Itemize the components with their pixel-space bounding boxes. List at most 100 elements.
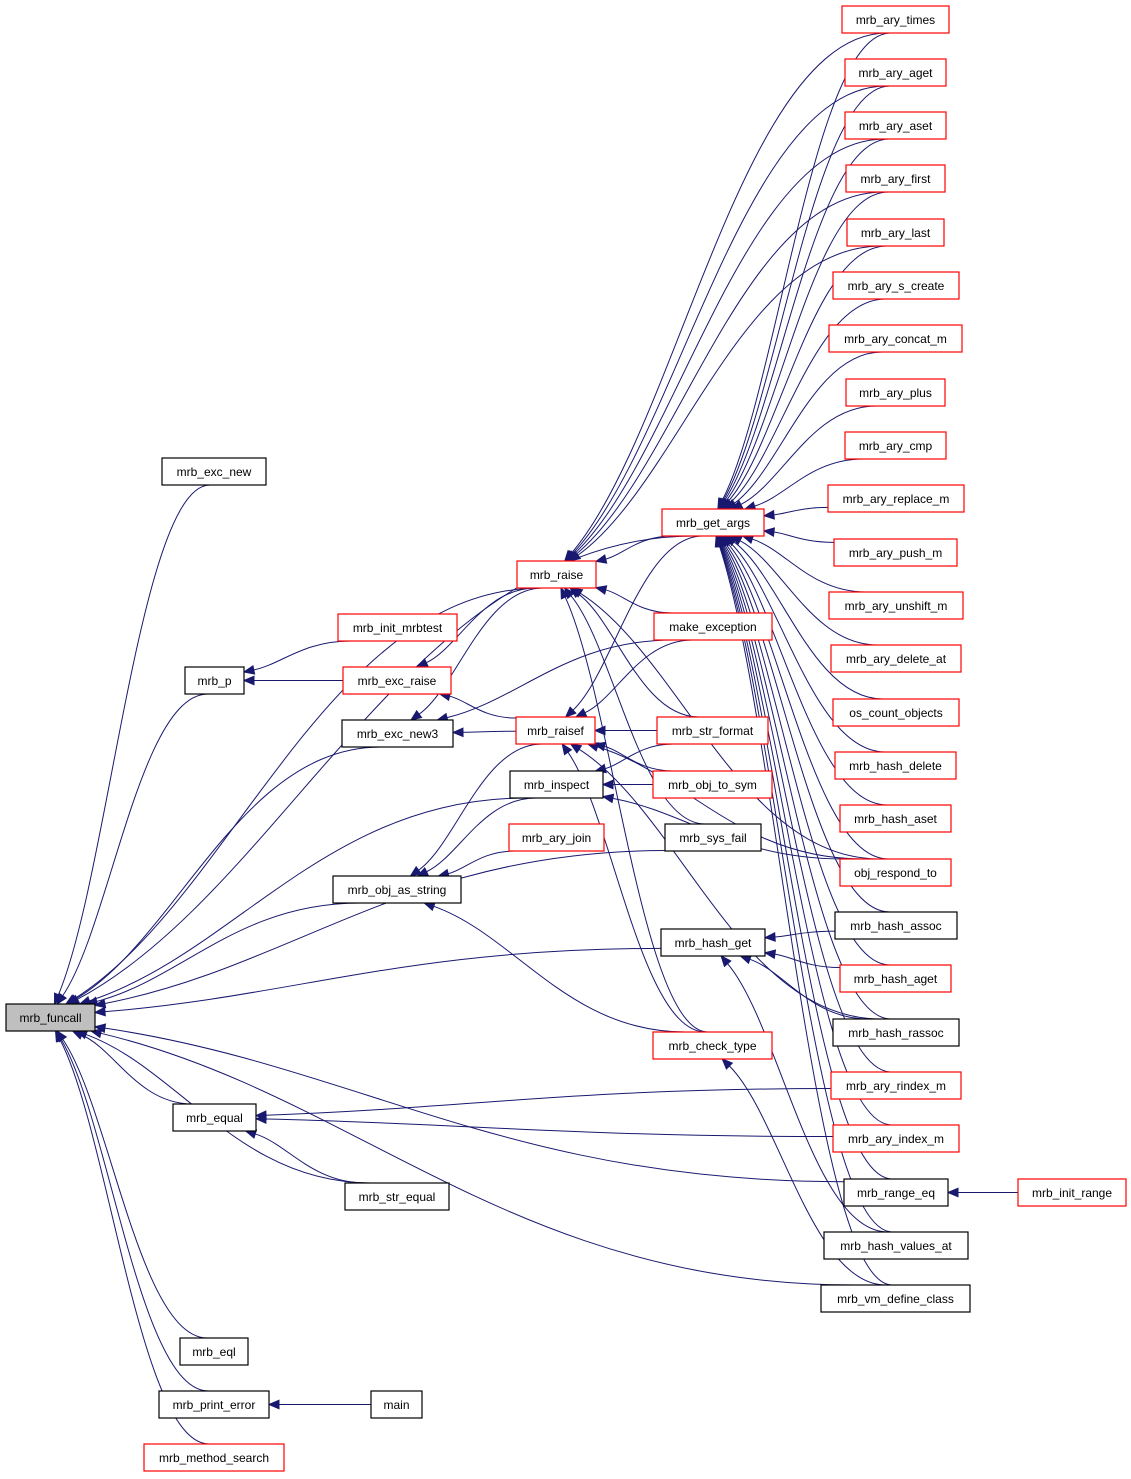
- node-box: [845, 378, 946, 407]
- node-label: mrb_check_type: [668, 1039, 756, 1053]
- node-mrb-exc-new3[interactable]: mrb_exc_new3: [341, 719, 454, 748]
- node-label: mrb_exc_new: [177, 465, 252, 479]
- node-mrb-ary-join[interactable]: mrb_ary_join: [508, 823, 605, 852]
- node-box: [844, 58, 947, 87]
- node-label: mrb_str_format: [672, 724, 754, 738]
- edge-line: [418, 743, 543, 871]
- edge-line: [462, 730, 517, 733]
- node-box: [509, 770, 604, 799]
- node-mrb-equal[interactable]: mrb_equal: [172, 1103, 257, 1132]
- edge-line: [573, 138, 886, 555]
- node-mrb-ary-last[interactable]: mrb_ary_last: [846, 218, 945, 247]
- node-mrb-ary-aget[interactable]: mrb_ary_aget: [844, 58, 947, 87]
- node-mrb-hash-get[interactable]: mrb_hash_get: [660, 928, 766, 957]
- edge-line: [74, 587, 542, 1000]
- node-box: [344, 1182, 450, 1211]
- arrowhead-icon: [763, 949, 777, 960]
- arrowhead-icon: [254, 1114, 267, 1124]
- node-mrb-hash-rassoc[interactable]: mrb_hash_rassoc: [832, 1018, 960, 1047]
- node-box: [841, 5, 950, 34]
- node-label: mrb_hash_get: [675, 936, 752, 950]
- node-mrb-exc-raise[interactable]: mrb_exc_raise: [342, 666, 452, 695]
- node-mrb-ary-rindex-m[interactable]: mrb_ary_rindex_m: [830, 1071, 962, 1100]
- node-mrb-raise[interactable]: mrb_raise: [516, 560, 597, 589]
- node-box: [844, 431, 947, 460]
- node-mrb-method-search[interactable]: mrb_method_search: [143, 1443, 285, 1472]
- node-mrb-ary-first[interactable]: mrb_ary_first: [845, 164, 946, 193]
- node-mrb-eql[interactable]: mrb_eql: [179, 1337, 249, 1366]
- node-box: [660, 928, 766, 957]
- node-mrb-exc-new[interactable]: mrb_exc_new: [161, 457, 267, 486]
- node-box: [652, 1031, 773, 1060]
- node-label: mrb_hash_delete: [849, 759, 942, 773]
- node-mrb-print-error[interactable]: mrb_print_error: [158, 1390, 270, 1419]
- edge-line: [734, 351, 883, 504]
- node-mrb-hash-delete[interactable]: mrb_hash_delete: [834, 751, 957, 780]
- node-label: mrb_get_args: [676, 516, 750, 530]
- node-obj-respond-to[interactable]: obj_respond_to: [839, 858, 952, 887]
- node-mrb-ary-s-create[interactable]: mrb_ary_s_create: [832, 271, 960, 300]
- node-mrb-hash-assoc[interactable]: mrb_hash_assoc: [834, 911, 958, 940]
- node-mrb-hash-aget[interactable]: mrb_hash_aget: [839, 964, 952, 993]
- node-mrb-init-range[interactable]: mrb_init_range: [1017, 1178, 1127, 1207]
- node-box: [832, 271, 960, 300]
- node-mrb-ary-delete-at[interactable]: mrb_ary_delete_at: [830, 644, 962, 673]
- node-mrb-ary-times[interactable]: mrb_ary_times: [841, 5, 950, 34]
- node-mrb-hash-values-at[interactable]: mrb_hash_values_at: [823, 1231, 969, 1260]
- node-os-count-objects[interactable]: os_count_objects: [832, 698, 960, 727]
- edge-mrb-raisef-to-mrb-exc-new3: [451, 727, 517, 738]
- node-mrb-ary-index-m[interactable]: mrb_ary_index_m: [832, 1124, 960, 1153]
- node-label: mrb_equal: [186, 1111, 243, 1125]
- edge-line: [774, 930, 836, 938]
- edge-mrb-print-error-to-mrb-funcall: [55, 1029, 209, 1392]
- node-mrb-raisef[interactable]: mrb_raisef: [515, 716, 596, 745]
- node-mrb-ary-push-m[interactable]: mrb_ary_push_m: [833, 538, 958, 567]
- node-label: mrb_obj_as_string: [348, 883, 447, 897]
- node-mrb-ary-unshift-m[interactable]: mrb_ary_unshift_m: [828, 591, 964, 620]
- node-mrb-str-format[interactable]: mrb_str_format: [656, 716, 769, 745]
- edge-line: [752, 538, 867, 593]
- edge-line: [60, 1039, 209, 1392]
- arrowhead-icon: [763, 932, 776, 942]
- edge-mrb-ary-index-m-to-mrb-equal: [254, 1114, 834, 1138]
- edge-line: [605, 535, 673, 560]
- arrowhead-icon: [93, 1006, 106, 1017]
- node-label: mrb_raisef: [527, 724, 584, 738]
- node-label: obj_respond_to: [854, 866, 937, 880]
- node-mrb-get-args[interactable]: mrb_get_args: [661, 508, 765, 537]
- node-main[interactable]: main: [370, 1390, 423, 1419]
- node-mrb-ary-aset[interactable]: mrb_ary_aset: [844, 111, 947, 140]
- node-mrb-sys-fail[interactable]: mrb_sys_fail: [664, 823, 762, 852]
- node-mrb-ary-replace-m[interactable]: mrb_ary_replace_m: [827, 484, 965, 513]
- node-label: mrb_ary_delete_at: [846, 652, 947, 666]
- node-make-exception[interactable]: make_exception: [653, 612, 773, 641]
- node-mrb-range-eq[interactable]: mrb_range_eq: [843, 1178, 949, 1207]
- edge-line: [722, 85, 891, 501]
- node-mrb-inspect[interactable]: mrb_inspect: [509, 770, 604, 799]
- node-mrb-ary-concat-m[interactable]: mrb_ary_concat_m: [828, 324, 963, 353]
- node-box: [830, 1071, 962, 1100]
- node-mrb-ary-plus[interactable]: mrb_ary_plus: [845, 378, 946, 407]
- node-mrb-ary-cmp[interactable]: mrb_ary_cmp: [844, 431, 947, 460]
- node-label: mrb_print_error: [173, 1398, 256, 1412]
- node-box: [839, 964, 952, 993]
- node-mrb-vm-define-class[interactable]: mrb_vm_define_class: [820, 1284, 971, 1313]
- node-mrb-hash-aset[interactable]: mrb_hash_aset: [839, 804, 952, 833]
- node-box: [161, 457, 267, 486]
- node-box: [834, 911, 958, 940]
- node-mrb-obj-as-string[interactable]: mrb_obj_as_string: [332, 875, 462, 904]
- edge-line: [733, 541, 883, 700]
- node-label: mrb_ary_last: [861, 226, 931, 240]
- node-label: mrb_str_equal: [359, 1190, 436, 1204]
- edge-obj-respond-to-to-mrb-raise: [570, 587, 881, 860]
- edge-line: [575, 191, 884, 555]
- node-mrb-check-type[interactable]: mrb_check_type: [652, 1031, 773, 1060]
- node-mrb-obj-to-sym[interactable]: mrb_obj_to_sym: [652, 770, 773, 799]
- node-box: [332, 875, 462, 904]
- edge-mrb-vm-define-class-to-mrb-funcall: [89, 1028, 855, 1286]
- node-mrb-str-equal[interactable]: mrb_str_equal: [344, 1182, 450, 1211]
- node-mrb-p[interactable]: mrb_p: [184, 666, 245, 695]
- node-mrb-init-mrbtest[interactable]: mrb_init_mrbtest: [337, 613, 458, 642]
- node-box: [179, 1337, 249, 1366]
- node-label: mrb_hash_aget: [854, 972, 938, 986]
